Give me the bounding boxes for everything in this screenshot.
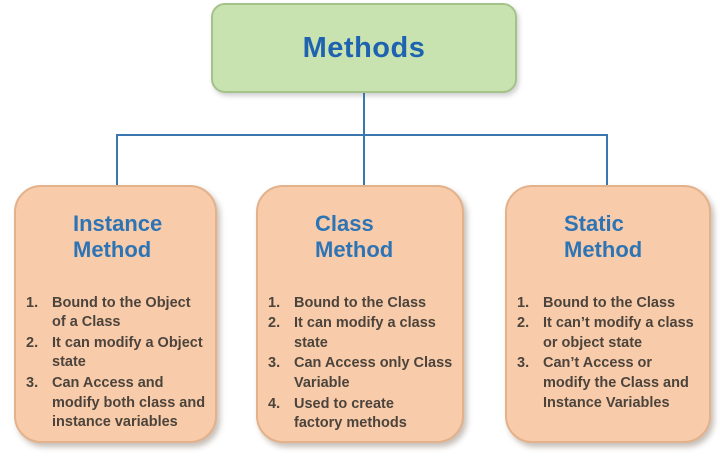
item-number: 4. (268, 395, 281, 412)
branch-title-instance: Instance Method (73, 211, 163, 263)
item-text: It can modify a class state (294, 315, 436, 351)
branch-class-method: Class Method 1. Bound to the Class 2. It… (256, 185, 464, 443)
branch-instance-method: Instance Method 1. Bound to the Object o… (14, 185, 217, 443)
item-number: 3. (268, 355, 281, 372)
item-text: Can’t Access or modify the Class and Ins… (543, 355, 689, 411)
item-number: 3. (517, 355, 530, 372)
branch-title-class: Class Method (315, 211, 394, 263)
item-number: 1. (517, 294, 530, 311)
item-text: It can modify a Object state (52, 334, 203, 371)
branch-static-method: Static Method 1. Bound to the Class 2. I… (505, 185, 711, 443)
instance-method-list: 1. Bound to the Object of a Class 2. It … (16, 294, 215, 433)
list-item: 2. It can’t modify a class or object sta… (517, 314, 703, 353)
list-item: 2. It can modify a class state (268, 314, 456, 353)
list-item: 3. Can Access and modify both class and … (26, 374, 209, 433)
item-text: Bound to the Class (294, 294, 427, 311)
item-number: 2. (268, 315, 281, 332)
list-item: 1. Bound to the Class (517, 294, 703, 314)
item-number: 2. (517, 315, 530, 332)
list-item: 1. Bound to the Object of a Class (26, 294, 209, 333)
root-node-methods: Methods (211, 3, 517, 93)
connector-horizontal (116, 134, 608, 136)
connector-right-vertical (606, 134, 608, 187)
item-text: Can Access only Class Variable (294, 355, 453, 392)
item-number: 1. (268, 294, 281, 311)
connector-left-vertical (116, 134, 118, 187)
item-text: Bound to the Object of a Class (52, 294, 191, 331)
branch-title-static: Static Method (564, 211, 643, 263)
item-text: It can’t modify a class or object state (543, 315, 694, 351)
connector-root-vertical (363, 93, 365, 135)
class-method-list: 1. Bound to the Class 2. It can modify a… (258, 294, 462, 434)
list-item: 2. It can modify a Object state (26, 334, 209, 373)
list-item: 1. Bound to the Class (268, 294, 456, 314)
list-item: 3. Can Access only Class Variable (268, 354, 456, 393)
item-text: Bound to the Class (543, 294, 676, 311)
item-text: Used to create factory methods (294, 395, 407, 432)
item-number: 3. (26, 375, 39, 392)
root-title: Methods (302, 31, 426, 64)
static-method-list: 1. Bound to the Class 2. It can’t modify… (507, 294, 709, 413)
list-item: 3. Can’t Access or modify the Class and … (517, 354, 703, 413)
list-item: 4. Used to create factory methods (268, 395, 456, 434)
connector-middle-vertical (363, 134, 365, 187)
item-number: 2. (26, 334, 39, 351)
item-text: Can Access and modify both class and ins… (52, 375, 206, 431)
item-number: 1. (26, 294, 39, 311)
